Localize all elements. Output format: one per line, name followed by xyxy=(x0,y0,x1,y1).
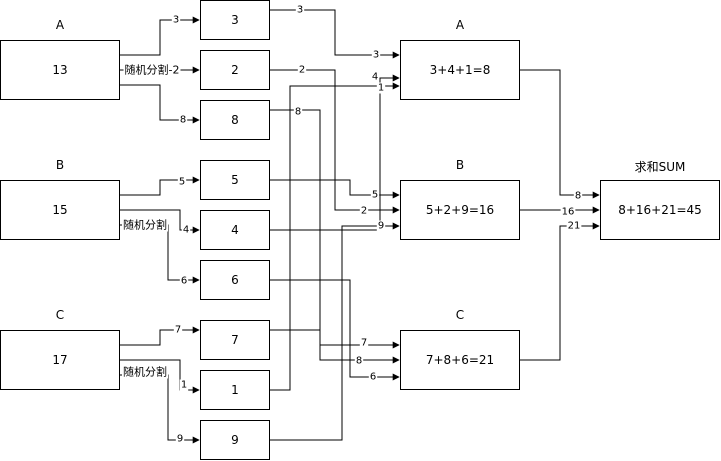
piece-box-8[interactable]: 8 xyxy=(200,100,270,140)
source-a-box[interactable]: 13 xyxy=(0,40,120,100)
agg-c-input-1-label-bg xyxy=(359,337,369,349)
split-label-b-bg xyxy=(122,217,168,232)
agg-a-input-3-label-bg xyxy=(376,82,386,94)
edge-7-to-c[interactable] xyxy=(270,329,400,349)
edge-a-to-8-label-bg xyxy=(178,114,188,126)
split-label-c: 随机分割 xyxy=(123,365,167,379)
aggregate-c-box[interactable]: 7+8+6=21 xyxy=(400,330,520,390)
agg-c-input-2-label: 8 xyxy=(356,356,362,367)
edge-agg-c-to-sum[interactable] xyxy=(520,222,600,361)
agg-b-input-1-label-bg xyxy=(370,189,380,201)
piece-box-1[interactable]: 1 xyxy=(200,370,270,410)
agg-c-input-3-label-bg xyxy=(368,371,378,383)
source-a-title: A xyxy=(55,18,65,32)
edge-c-to-7[interactable] xyxy=(120,326,200,346)
edge-2-to-b-label: 2 xyxy=(299,65,305,76)
split-label-a: 随机分割-2 xyxy=(125,63,180,77)
piece-box-3[interactable]: 3 xyxy=(200,0,270,40)
agg-a-input-1-label: 3 xyxy=(373,50,379,61)
agg-a-input-2-label: 4 xyxy=(372,72,378,83)
source-b-box[interactable]: 15 xyxy=(0,180,120,240)
edge-a-to-3-label: 3 xyxy=(173,15,179,26)
edge-b-to-4-label-bg xyxy=(181,224,191,236)
edge-c-to-9-label: 9 xyxy=(177,434,183,445)
edge-agg-b-to-sum-label-bg xyxy=(560,206,576,218)
edge-c-to-1[interactable] xyxy=(120,359,200,394)
edge-3-to-a-label-bg xyxy=(295,4,305,16)
edge-c-to-1-label: 1 xyxy=(181,380,187,391)
edge-agg-a-to-sum-label: 8 xyxy=(575,191,581,202)
edge-a-to-3[interactable] xyxy=(120,16,200,56)
edge-agg-b-to-sum-label: 16 xyxy=(562,207,575,218)
agg-b-input-3-label: 9 xyxy=(378,221,384,232)
agg-c-input-1-label: 7 xyxy=(361,338,367,349)
edge-8-to-c-label: 8 xyxy=(295,107,301,118)
agg-a-input-2-label-bg xyxy=(370,71,380,83)
edge-a-to-3-label-bg xyxy=(171,14,181,26)
agg-b-input-1-label: 5 xyxy=(372,190,378,201)
piece-box-7[interactable]: 7 xyxy=(200,320,270,360)
edge-c-to-7-label: 7 xyxy=(175,325,181,336)
sum-box[interactable]: 8+16+21=45 xyxy=(600,180,720,240)
edge-agg-c-to-sum-label: 21 xyxy=(568,221,581,232)
agg-c-input-3-label: 6 xyxy=(370,372,376,383)
edge-2-to-b-label-bg xyxy=(297,64,307,76)
piece-box-4[interactable]: 4 xyxy=(200,210,270,250)
split-label-a-bg xyxy=(123,62,181,77)
source-c-box[interactable]: 17 xyxy=(0,330,120,390)
edge-agg-a-to-sum-label-bg xyxy=(573,190,583,202)
edge-b-to-5-label-bg xyxy=(177,176,187,188)
edge-9-to-b[interactable] xyxy=(270,222,400,441)
edge-b-to-6-label: 6 xyxy=(181,276,187,287)
edge-b-to-6-label-bg xyxy=(179,275,189,287)
split-label-b: 随机分割 xyxy=(123,218,167,232)
agg-a-input-1-label-bg xyxy=(371,49,381,61)
edge-4-to-a[interactable] xyxy=(270,74,400,231)
edge-b-to-4-label: 4 xyxy=(183,225,189,236)
edge-3-to-a-label: 3 xyxy=(297,5,303,16)
source-b-title: B xyxy=(55,158,65,172)
sum-title: 求和SUM xyxy=(634,160,686,174)
agg-b-input-2-label: 2 xyxy=(361,206,367,217)
piece-box-2[interactable]: 2 xyxy=(200,50,270,90)
edge-b-to-5-label: 5 xyxy=(179,177,185,188)
edge-c-to-7-label-bg xyxy=(173,324,183,336)
agg-a-input-3-label: 1 xyxy=(378,83,384,94)
edge-1-to-a[interactable] xyxy=(270,82,400,391)
aggregate-a-title: A xyxy=(455,18,465,32)
edge-3-to-a[interactable] xyxy=(270,9,400,59)
split-label-c-bg xyxy=(122,364,168,379)
edge-agg-a-to-sum[interactable] xyxy=(520,69,600,199)
edge-c-to-9-label-bg xyxy=(175,433,185,445)
edge-b-to-5[interactable] xyxy=(120,176,200,196)
agg-c-input-2-label-bg xyxy=(354,355,364,367)
source-c-title: C xyxy=(55,308,65,322)
agg-b-input-2-label-bg xyxy=(359,205,369,217)
edge-agg-c-to-sum-label-bg xyxy=(566,220,582,232)
edge-6-to-c[interactable] xyxy=(270,279,400,381)
edge-8-to-c-label-bg xyxy=(293,106,303,118)
agg-b-input-3-label-bg xyxy=(376,220,386,232)
edge-c-to-1-label-bg xyxy=(179,379,189,391)
piece-box-6[interactable]: 6 xyxy=(200,260,270,300)
piece-box-5[interactable]: 5 xyxy=(200,160,270,200)
aggregate-b-title: B xyxy=(455,158,465,172)
aggregate-a-box[interactable]: 3+4+1=8 xyxy=(400,40,520,100)
piece-box-9[interactable]: 9 xyxy=(200,420,270,460)
edge-a-to-8-label: 8 xyxy=(180,115,186,126)
aggregate-c-title: C xyxy=(455,308,465,322)
aggregate-b-box[interactable]: 5+2+9=16 xyxy=(400,180,520,240)
